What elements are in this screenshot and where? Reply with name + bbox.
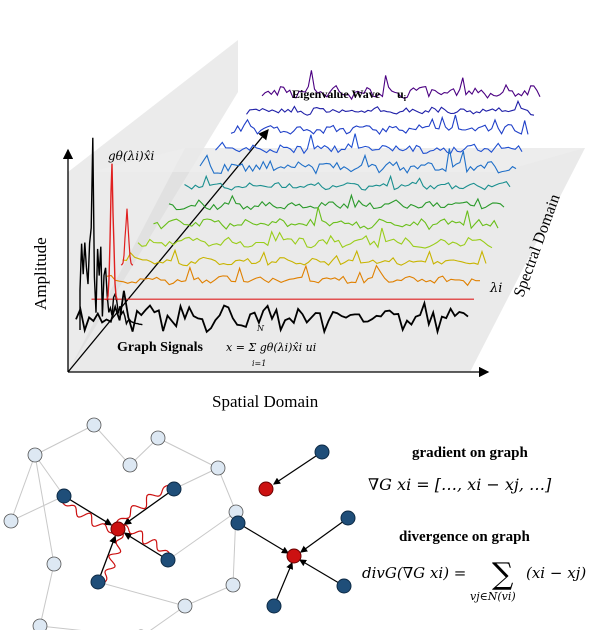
graph-node-far (3, 513, 19, 529)
graph-arrow-edge (123, 488, 175, 526)
wave-edge (103, 530, 125, 585)
graph-edge (34, 454, 65, 497)
gradient-neighbor-node (314, 444, 330, 460)
graph-arrow-edge (97, 535, 117, 583)
graph-signals-formula: x = Σ gθ(λi)x̂i ui (226, 341, 316, 354)
div-center-node (286, 548, 302, 564)
wave-line (106, 264, 480, 287)
divergence-lhs: divG(∇G xi) = (362, 564, 466, 582)
wave-symbol-sub: i (404, 94, 407, 103)
graph-edge (39, 625, 82, 630)
gradient-title: gradient on graph (412, 445, 529, 461)
graph-edge (167, 511, 237, 561)
wave-line (199, 148, 517, 175)
spectral-axis (67, 128, 269, 373)
div-edge-1 (237, 522, 290, 554)
wave-symbol: u (397, 87, 404, 101)
divergence-title: divergence on graph (399, 529, 530, 545)
graph-edge (97, 581, 186, 607)
graph-signals-label: Graph Signals (117, 340, 204, 355)
graph-node-far (32, 618, 48, 630)
amplitude-label: Amplitude (31, 237, 50, 310)
wave-title-text: Eigenvalue Wave (292, 87, 381, 101)
div-neighbor-node-2 (340, 510, 356, 526)
wave-line (137, 227, 493, 249)
spectral-coefficient-label: gθ(λi)x̂i (108, 149, 154, 163)
spatial-domain-label: Spatial Domain (212, 392, 319, 411)
wave-line (261, 70, 541, 101)
graph-node-neighbor (56, 488, 72, 504)
graph-edge (184, 584, 234, 607)
sum-upper: N (256, 324, 265, 333)
gradient-graph (258, 444, 330, 497)
spectral-3d-plot: Amplitude Spatial Domain Spectral Domain… (31, 40, 585, 411)
wave-line (215, 133, 523, 155)
wave-edge (114, 483, 171, 525)
graph-edge (150, 605, 186, 630)
graph-arrow-edge (123, 532, 169, 561)
graph-edge (157, 437, 219, 469)
graph-node-far (27, 447, 43, 463)
gradient-edge (273, 451, 323, 485)
graph-edge (39, 563, 55, 627)
div-neighbor-node-1 (230, 515, 246, 531)
spectrum-spike (105, 163, 119, 301)
wave-line (184, 174, 511, 191)
divergence-rhs: (xi − xj) (526, 564, 586, 582)
divergence-graph (230, 510, 356, 614)
graph-node-far (177, 598, 193, 614)
back-wall (68, 40, 238, 372)
graph-edge (173, 467, 219, 490)
wave-line (75, 290, 469, 336)
graph-signals-caption: Graph Signals x = Σ gθ(λi)x̂i ui N i=1 (117, 324, 316, 368)
graph-node-far (150, 430, 166, 446)
amplitude-trace (79, 137, 143, 330)
lambda-label: λi (489, 281, 502, 296)
graph-edge (10, 495, 65, 522)
graph-edge (93, 424, 131, 466)
graph-node-center (110, 521, 126, 537)
wave-line (153, 206, 499, 231)
wave-line (246, 99, 535, 116)
wave-plane (90, 148, 585, 172)
div-edge-3 (298, 559, 345, 587)
graph-edge (34, 424, 95, 456)
graph-node-far (225, 577, 241, 593)
graph-node-neighbor (160, 552, 176, 568)
graph-edge (217, 467, 237, 513)
formulas: gradient on graph ∇G xi = […, xi − xj, …… (362, 445, 586, 603)
wave-title-symbol: ui (397, 87, 407, 103)
wave-edge (120, 523, 172, 556)
gradient-center-node (258, 481, 274, 497)
sum-lower: i=1 (252, 359, 266, 368)
divergence-sum-sub: vj∈N(vi) (470, 590, 516, 603)
wave-line (122, 248, 487, 267)
graph-node-far (210, 460, 226, 476)
div-neighbor-node-4 (266, 598, 282, 614)
spectrum-spikes (79, 137, 143, 330)
graph-node-neighbor (166, 481, 182, 497)
wave-title: Eigenvalue Wave ui (292, 87, 407, 103)
graph-edge (10, 454, 36, 522)
wave-line (230, 114, 529, 136)
graph-node-far (46, 556, 62, 572)
graph-arrow-edge (63, 495, 113, 526)
div-edge-2 (300, 517, 349, 553)
graph-edge (34, 454, 55, 565)
graph-left-nodes (3, 417, 244, 630)
spectrum-spike (120, 208, 134, 266)
eigenvalue-waves (75, 70, 541, 336)
graph-node-far (122, 457, 138, 473)
graph-node-far (86, 417, 102, 433)
div-edge-4 (273, 561, 294, 607)
wave-edge (60, 500, 116, 535)
divergence-sigma: ∑ (492, 557, 514, 592)
div-neighbor-node-3 (336, 578, 352, 594)
graph-node-neighbor (90, 574, 106, 590)
graph-left (3, 417, 244, 630)
wave-line (168, 193, 505, 211)
gradient-formula: ∇G xi = […, xi − xj, …] (368, 475, 552, 494)
